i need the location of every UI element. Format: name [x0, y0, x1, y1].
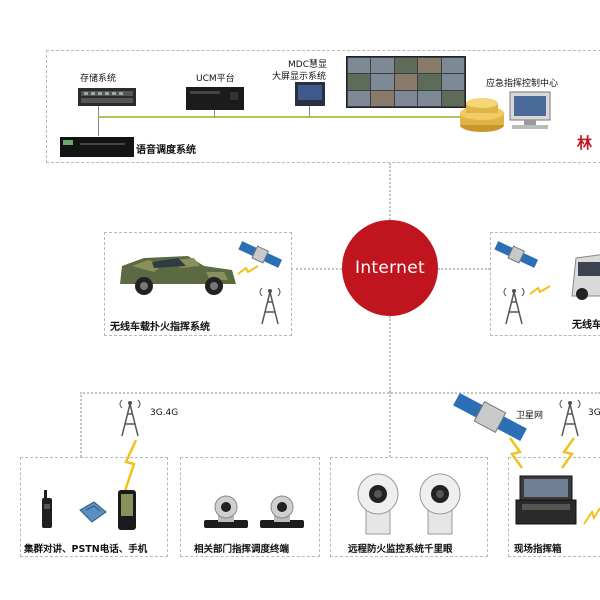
bottom-bus	[80, 392, 600, 394]
lightning-icon	[237, 265, 259, 275]
satellite-icon	[238, 241, 283, 268]
vehicle-box-left	[104, 232, 292, 336]
link-internet-left	[291, 268, 342, 270]
phone-icon	[79, 501, 107, 523]
lightning-icon	[560, 437, 576, 469]
tower-icon	[259, 287, 281, 325]
bus-drop-storage	[98, 105, 99, 117]
internet-label: Internet	[355, 258, 425, 278]
truck-icon	[571, 254, 600, 300]
terminal-box-4-label: 现场指挥箱	[514, 544, 562, 555]
computer-icon	[295, 82, 325, 106]
bus-drop-mdc	[309, 106, 310, 117]
tower-icon	[119, 399, 141, 437]
internet-node: Internet	[342, 220, 438, 316]
terminal-box-1	[20, 457, 168, 557]
video-wall	[346, 56, 466, 108]
net-3g4g-left: 3G.4G	[150, 408, 179, 418]
vehicle-right-label: 无线车	[572, 320, 600, 331]
truck-icon	[120, 256, 236, 295]
ucm-label: UCM平台	[196, 74, 235, 84]
terminal-box-1-label: 集群对讲、PSTN电话、手机	[24, 544, 148, 555]
mdc-label-line2: 大屏显示系统	[272, 72, 327, 82]
link-internet-bottom	[389, 316, 391, 392]
walkie-talkie-icon	[42, 490, 52, 528]
tower-icon	[503, 287, 525, 325]
terminal-box-2	[180, 457, 320, 557]
mobile-icon	[118, 490, 136, 530]
lightning-icon	[508, 437, 524, 469]
storage-disk-icon	[460, 98, 504, 132]
bus-drop-voice	[98, 118, 99, 136]
link-top-internet	[389, 163, 391, 220]
ptz-camera-icon	[260, 495, 304, 528]
vehicle-box-right	[490, 232, 600, 336]
link-internet-right	[438, 268, 490, 270]
server-icon	[78, 88, 136, 106]
lightning-icon	[583, 507, 600, 525]
cut-title: 林	[577, 134, 593, 152]
computer-icon	[509, 91, 551, 129]
bus-drop-center	[389, 392, 391, 457]
storage-label: 存储系统	[80, 74, 117, 84]
lightning-icon	[122, 439, 138, 495]
dome-camera-icon	[357, 473, 399, 535]
tower-icon	[559, 399, 581, 437]
server-icon	[186, 87, 244, 110]
vehicle-left-label: 无线车载扑火指挥系统	[110, 322, 210, 333]
mdc-label-line1: MDC慧显	[288, 60, 327, 70]
command-center-label: 应急指挥控制中心	[486, 79, 559, 89]
satellite-icon	[453, 392, 527, 442]
satellite-net-label: 卫星网	[516, 411, 544, 421]
server-icon	[60, 137, 134, 157]
bus-drop-left	[80, 392, 82, 457]
field-case-icon	[515, 475, 577, 525]
net-3g-right: 3G	[588, 408, 600, 418]
terminal-box-3-label: 远程防火监控系统千里眼	[348, 544, 453, 555]
terminal-box-3	[330, 457, 488, 557]
satellite-icon	[494, 241, 539, 268]
lightning-icon	[529, 285, 551, 295]
bus-drop-ucm	[214, 110, 215, 117]
terminal-box-2-label: 相关部门指挥调度终端	[194, 544, 290, 555]
voice-label: 语音调度系统	[136, 145, 196, 156]
network-bus-line	[98, 116, 478, 118]
dome-camera-icon	[419, 473, 461, 535]
ptz-camera-icon	[204, 495, 248, 528]
terminal-box-4	[508, 457, 600, 557]
control-center-box	[46, 50, 600, 163]
